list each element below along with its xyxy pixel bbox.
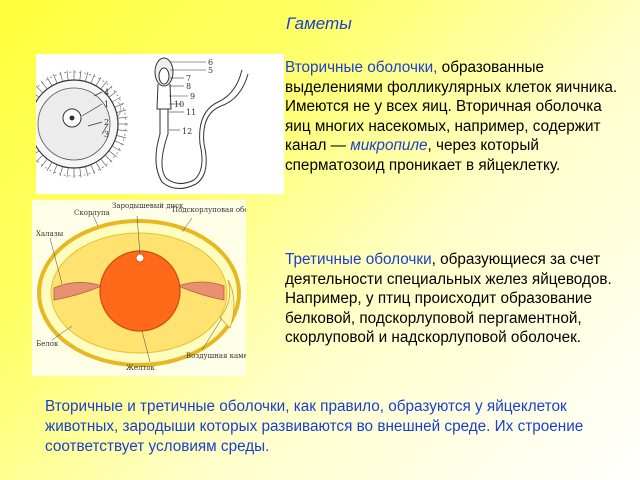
corona-ray — [90, 73, 95, 84]
corona-ray — [79, 70, 82, 81]
egg-cell-drawing — [36, 71, 127, 177]
egg-pointer-lines — [81, 91, 109, 135]
corona-ray — [66, 167, 69, 178]
corona-ray — [40, 158, 48, 168]
corona-ray — [117, 129, 128, 132]
corona-ray — [85, 71, 89, 82]
sperm-number-9: 9 — [190, 92, 195, 101]
corona-ray — [46, 77, 53, 87]
tertiary-term: Третичные оболочки — [285, 251, 432, 268]
sperm-number-11: 11 — [186, 108, 196, 117]
corona-ray — [117, 116, 128, 119]
yolk — [99, 250, 181, 332]
corona-ray — [104, 85, 113, 94]
label-membrane-text: Подскорлуповая оболочка — [172, 206, 246, 214]
page-title: Гаметы — [286, 14, 352, 33]
label-air-cell: Воздушная камера — [186, 352, 246, 360]
corona-ray — [53, 164, 58, 175]
label-albumen: Белок — [36, 340, 59, 348]
secondary-membranes-paragraph: Вторичные оболочки, образованные выделен… — [285, 58, 625, 175]
sperm-number-10: 10 — [174, 100, 184, 109]
sperm-number-8: 8 — [186, 82, 191, 91]
egg-sperm-figure: 4 1 2 3 6 5 7 8 9 10 11 12 — [36, 54, 284, 194]
sperm-pointer-lines — [169, 61, 206, 131]
label-germinal-disc: Зародышевый диск — [112, 202, 184, 210]
sperm-number-6: 6 — [208, 58, 213, 67]
corona-ray — [114, 103, 125, 108]
corona-ray — [95, 161, 102, 171]
summary-paragraph: Вторичные и третичные оболочки, как прав… — [45, 398, 584, 455]
egg-number-2: 2 — [104, 118, 109, 127]
egg-number-3: 3 — [104, 130, 109, 139]
corona-ray — [53, 73, 58, 84]
micropyle-term: микропиле — [350, 137, 428, 154]
label-germinal-disc-text: Зародышевый диск — [112, 202, 184, 210]
germinal-disc — [135, 253, 145, 263]
secondary-term: Вторичные оболочки, — [285, 59, 438, 76]
corona-ray — [40, 80, 48, 90]
corona-ray — [95, 77, 102, 87]
corona-ray — [36, 85, 44, 94]
corona-ray — [46, 161, 53, 171]
corona-ray — [36, 150, 40, 154]
label-shell: Скорлупа — [74, 209, 110, 217]
label-membrane: Подскорлуповая оболочка — [172, 206, 246, 214]
corona-ray — [111, 145, 121, 152]
air-cell — [219, 279, 235, 329]
corona-ray — [100, 80, 108, 90]
sperm-number-5: 5 — [208, 66, 213, 75]
egg-number-1: 1 — [104, 100, 109, 109]
corona-ray — [66, 70, 69, 81]
corona-ray — [90, 164, 95, 175]
label-yolk: Желток — [126, 364, 156, 372]
tertiary-text: , образующиеся за счет деятельности спец… — [285, 251, 612, 346]
corona-ray — [104, 154, 113, 163]
corona-ray — [116, 109, 127, 113]
corona-ray — [59, 71, 63, 82]
sperm-drawing — [154, 57, 249, 189]
secondary-text-1: образованные выделениями фолликулярных к… — [285, 59, 618, 154]
sperm-number-12: 12 — [182, 127, 192, 136]
egg-number-4: 4 — [104, 88, 109, 97]
corona-ray — [79, 167, 82, 178]
tertiary-membranes-paragraph: Третичные оболочки, образующиеся за счет… — [285, 250, 615, 348]
bird-egg-figure: Скорлупа Зародышевый диск Подскорлуповая… — [32, 200, 246, 376]
corona-ray — [100, 158, 108, 168]
corona-ray — [36, 94, 40, 98]
corona-ray — [108, 90, 118, 98]
corona-ray — [85, 166, 89, 177]
corona-ray — [111, 96, 121, 103]
secondary-text-2: , через который сперматозоид проникает в… — [285, 137, 561, 174]
sperm-number-7: 7 — [186, 74, 191, 83]
egg-rays — [36, 70, 128, 178]
corona-ray — [108, 150, 118, 158]
corona-ray — [36, 154, 44, 163]
corona-ray — [116, 135, 127, 139]
label-chalaza: Халазы — [36, 230, 64, 238]
corona-ray — [59, 166, 63, 177]
corona-ray — [114, 140, 125, 145]
